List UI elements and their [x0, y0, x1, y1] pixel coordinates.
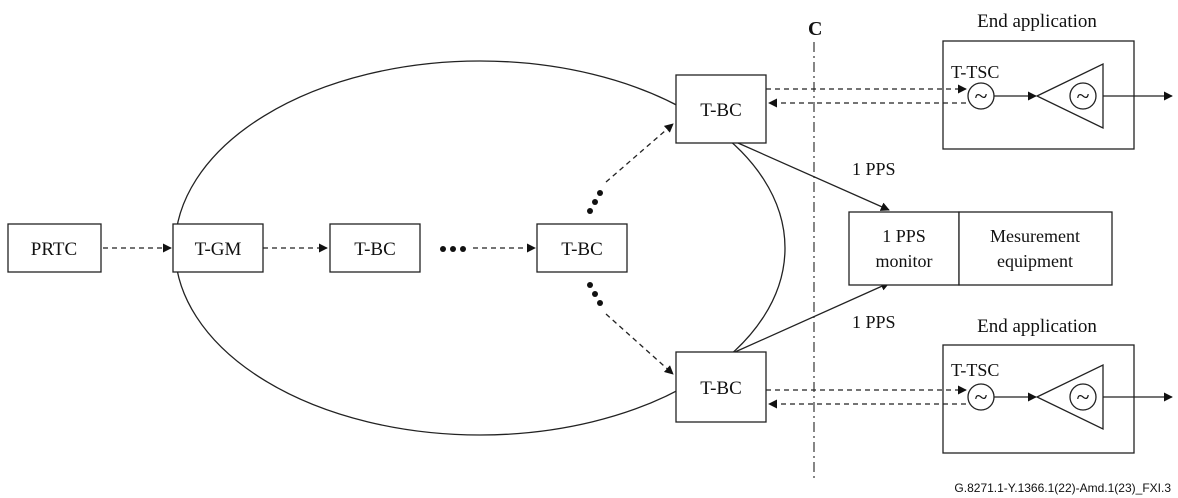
node-tbc-mid: T-BC	[536, 223, 628, 273]
node-tbc-mid-label: T-BC	[561, 239, 603, 260]
arrow-to-tbc-bottom	[605, 313, 674, 375]
monitor-line1: 1 PPS	[882, 226, 926, 246]
node-tbc-top-label: T-BC	[700, 100, 742, 121]
ellipsis-dot	[450, 246, 456, 252]
pps-label-top: 1 PPS	[852, 159, 896, 179]
oscillator-symbol: ~	[975, 84, 988, 110]
oscillator-symbol: ~	[975, 385, 988, 411]
measurement-line1: Mesurement	[990, 226, 1080, 246]
pps-arrow-bottom	[734, 282, 890, 353]
end-application-bottom: End application T-TSC ~ ~	[942, 316, 1173, 454]
ttsc-top-label: T-TSC	[951, 62, 999, 82]
node-tbc-top: T-BC	[675, 74, 767, 144]
ellipsis-dot	[597, 300, 603, 306]
end-app-top-title: End application	[977, 11, 1097, 32]
reference-point-label: C	[808, 18, 822, 40]
ellipsis-dot	[592, 199, 598, 205]
monitor-line2: monitor	[876, 251, 933, 271]
oscillator-icon	[1069, 82, 1097, 110]
figure-id: G.8271.1-Y.1366.1(22)-Amd.1(23)_FXI.3	[954, 481, 1171, 495]
ellipsis-dot	[440, 246, 446, 252]
arrow-to-tbc-top	[605, 123, 674, 183]
node-tbc-chain-label: T-BC	[354, 239, 396, 260]
oscillator-icon	[1069, 383, 1097, 411]
end-application-top: End application T-TSC ~ ~	[942, 11, 1173, 150]
node-prtc-label: PRTC	[31, 239, 77, 260]
ellipsis-dot	[587, 208, 593, 214]
pps-arrow-top	[737, 142, 890, 211]
node-tbc-chain: T-BC	[329, 223, 421, 273]
ellipsis-dot	[597, 190, 603, 196]
ellipsis-dot	[587, 282, 593, 288]
measurement-equipment: Mesurement equipment	[958, 211, 1113, 286]
measurement-line2: equipment	[997, 251, 1073, 271]
node-prtc: PRTC	[7, 223, 102, 273]
oscillator-symbol: ~	[1077, 385, 1090, 411]
ellipsis-dot	[460, 246, 466, 252]
pps-label-bottom: 1 PPS	[852, 312, 896, 332]
node-tgm: T-GM	[172, 223, 264, 273]
node-tbc-bottom-label: T-BC	[700, 378, 742, 399]
ttsc-bottom-label: T-TSC	[951, 360, 999, 380]
node-tbc-bottom: T-BC	[675, 351, 767, 423]
node-tgm-label: T-GM	[195, 239, 242, 260]
pps-monitor: 1 PPS monitor	[848, 211, 960, 286]
oscillator-symbol: ~	[1077, 84, 1090, 110]
end-app-bottom-title: End application	[977, 316, 1097, 337]
ellipsis-dot	[592, 291, 598, 297]
